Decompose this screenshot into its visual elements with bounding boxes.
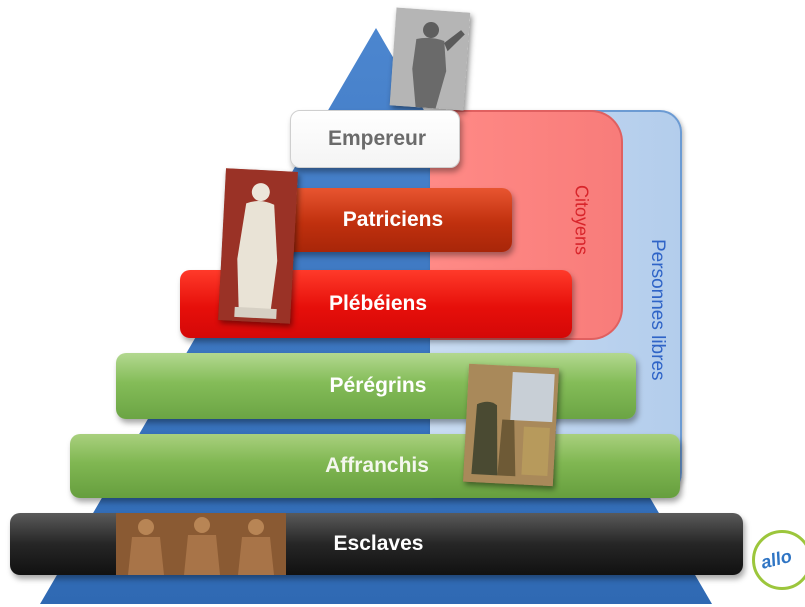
toga-statue-image [218,168,298,324]
level-affranchis: Affranchis [70,434,680,498]
level-label: Pérégrins [329,374,427,397]
slaves-relief-image [116,513,286,575]
fresco-image [462,363,560,487]
level-label: Patriciens [342,208,444,231]
level-patriciens: Patriciens [270,188,512,252]
level-label: Plébéiens [328,292,428,315]
personnes-libres-label: Personnes libres [647,239,668,381]
level-empereur: Empereur [290,110,460,168]
emperor-statue-image [389,7,471,111]
citoyens-label: Citoyens [571,184,592,256]
level-label: Empereur [327,127,427,150]
logo-text: allo [758,545,794,573]
allo-logo: allo [752,530,805,590]
level-label: Esclaves [333,532,424,555]
level-label: Affranchis [325,454,429,477]
